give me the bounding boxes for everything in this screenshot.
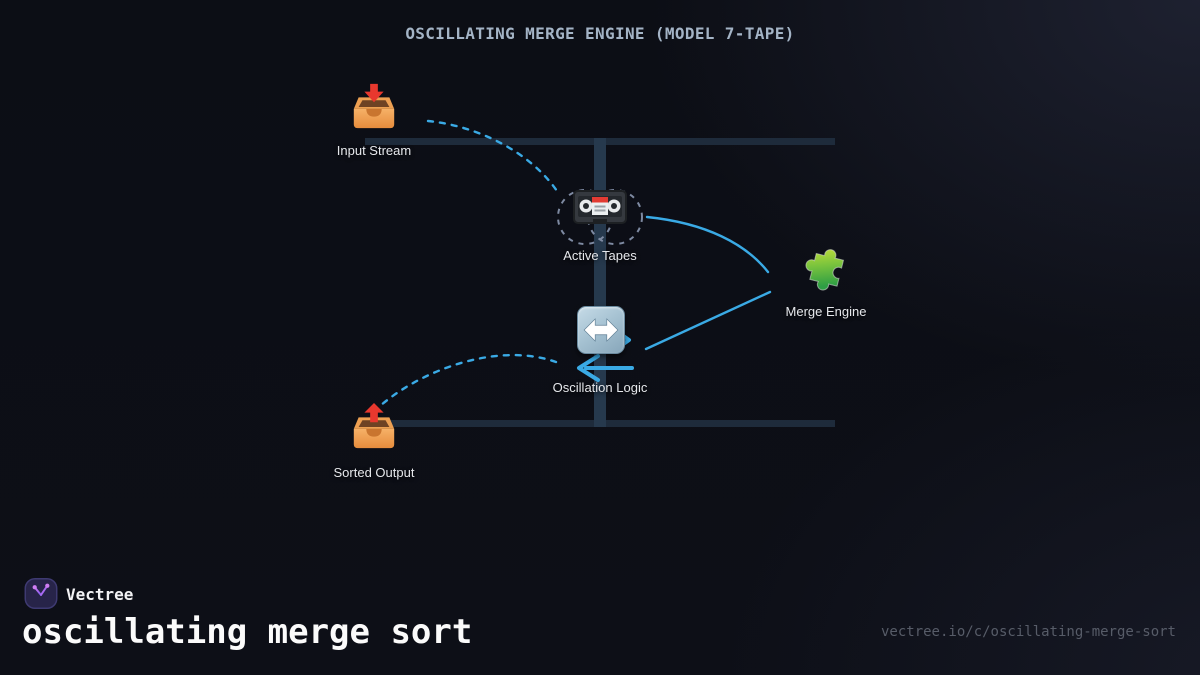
edge-merge-to-oscillation: [644, 290, 772, 351]
node-merge-engine[interactable]: [802, 243, 850, 296]
node-label-sorted-output: Sorted Output: [333, 465, 415, 480]
left-arrow-head-icon: [577, 354, 600, 382]
inbox-tray-icon: [353, 83, 395, 129]
node-active-tapes[interactable]: [573, 190, 627, 229]
vectree-logo-icon: [24, 578, 58, 609]
edge-input-to-tapes: [426, 119, 559, 193]
vhs-tape-icon: [573, 190, 627, 224]
node-sorted-output[interactable]: [350, 402, 398, 457]
node-label-input-stream: Input Stream: [336, 143, 412, 158]
node-label-oscillation-logic: Oscillation Logic: [552, 380, 648, 395]
outbox-tray-icon: [353, 402, 395, 449]
vectree-logo: [24, 578, 58, 614]
node-label-merge-engine: Merge Engine: [785, 304, 867, 319]
page-title: oscillating merge sort: [22, 612, 473, 652]
bottom-rail-bar: [388, 420, 835, 427]
diagram-title: OSCILLATING MERGE ENGINE (MODEL 7-TAPE): [405, 24, 795, 43]
brand-name: Vectree: [66, 585, 134, 604]
left-right-arrow-icon: [583, 318, 619, 342]
node-input-stream[interactable]: [350, 82, 398, 137]
edge-tapes-to-merge: [645, 215, 770, 274]
tape-halo-circle-right: [587, 189, 643, 245]
node-label-active-tapes: Active Tapes: [563, 248, 637, 263]
edge-oscillation-to-output: [378, 353, 558, 408]
page-url: vectree.io/c/oscillating-merge-sort: [880, 624, 1176, 640]
puzzle-piece-icon: [805, 249, 845, 291]
node-oscillation-logic[interactable]: [577, 306, 625, 354]
